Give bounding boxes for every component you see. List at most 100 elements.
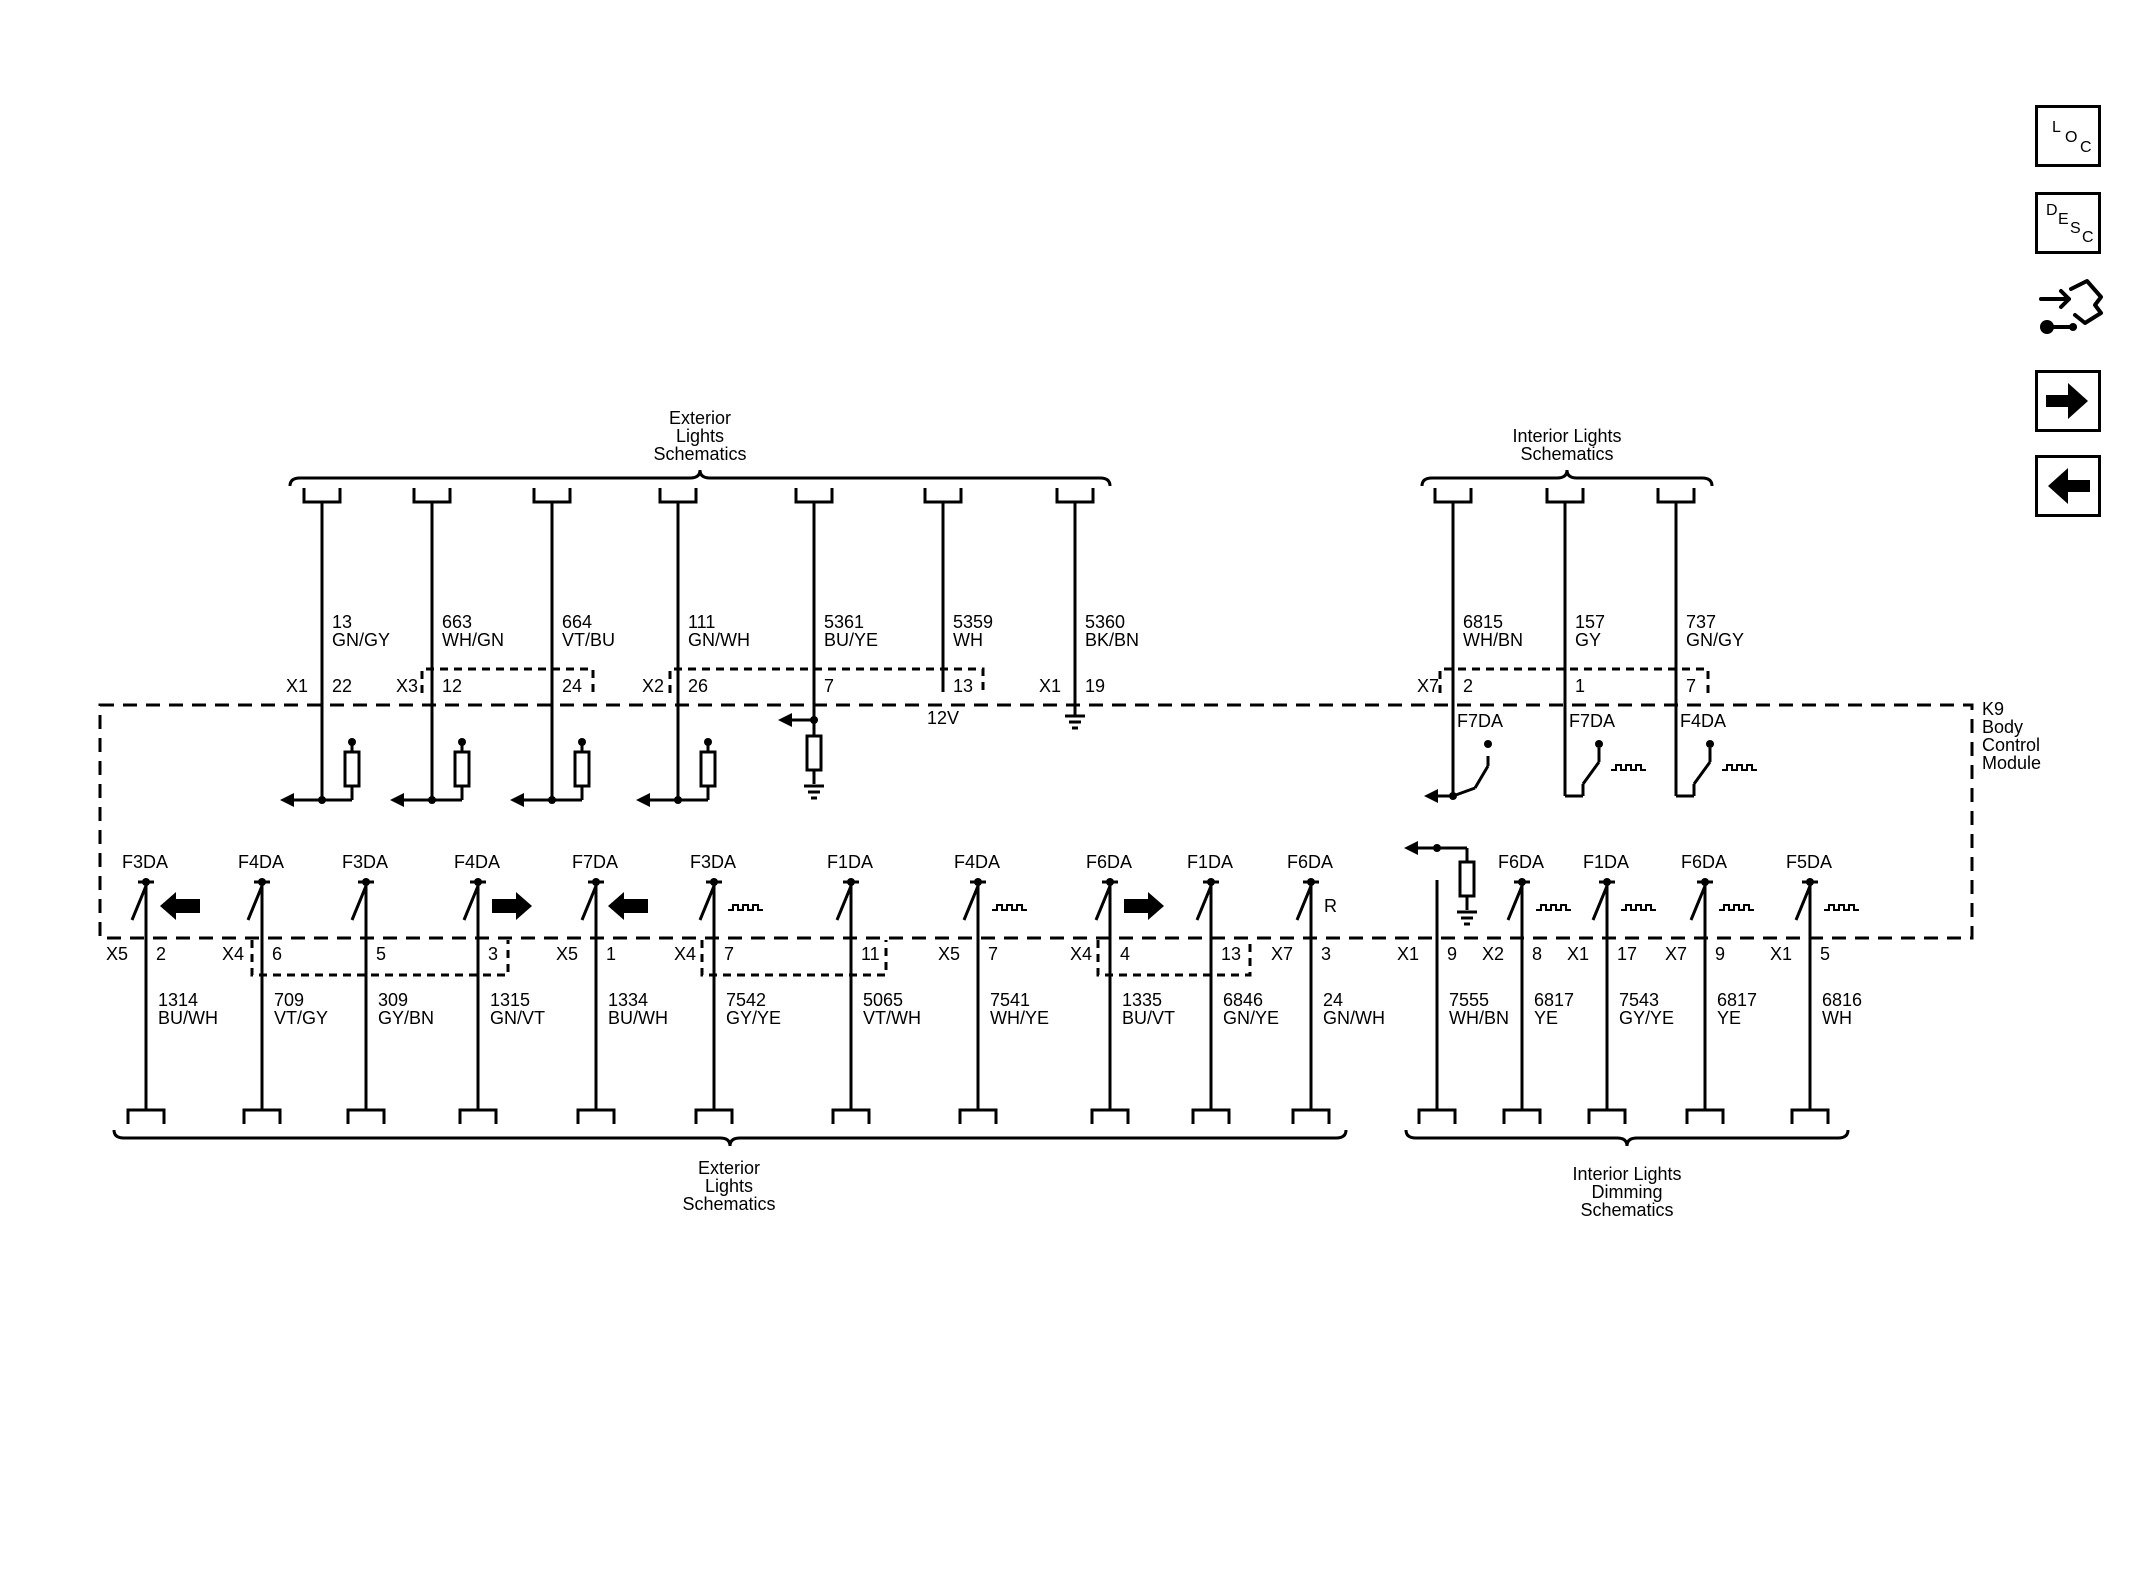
bottom-wire-color: GY/YE bbox=[726, 1008, 781, 1028]
bottom-pin-number: 3 bbox=[488, 944, 498, 964]
group-title-top-left-1: Exterior bbox=[669, 408, 731, 428]
module-name-line-1: Body bbox=[1982, 717, 2023, 737]
bottom-connector-id: X7 bbox=[1665, 944, 1687, 964]
connector-terminal bbox=[1055, 488, 1095, 504]
previous-page-button[interactable] bbox=[2035, 455, 2101, 517]
arrow-left-icon bbox=[510, 793, 524, 807]
bottom-driver-type: F4DA bbox=[454, 852, 500, 872]
junction-dot bbox=[548, 796, 556, 804]
bottom-pin-number: 2 bbox=[156, 944, 166, 964]
junction-dot bbox=[674, 796, 682, 804]
bottom-connector-id: X4 bbox=[1070, 944, 1092, 964]
arrow-left-icon bbox=[280, 793, 294, 807]
wiring-labels: K9BodyControlModuleExteriorLightsSchemat… bbox=[106, 408, 2041, 1220]
junction-dot bbox=[1433, 844, 1441, 852]
bottom-circuit-number: 309 bbox=[378, 990, 408, 1010]
exterior-lights-top-brace bbox=[288, 469, 1112, 487]
bottom-circuit-number: 6817 bbox=[1534, 990, 1574, 1010]
connector-tool-icon[interactable] bbox=[2035, 275, 2107, 347]
top-driver-type: F7DA bbox=[1457, 711, 1503, 731]
switch-blade bbox=[580, 885, 598, 921]
bottom-pin-number: 11 bbox=[861, 944, 880, 964]
switch-blade bbox=[835, 885, 853, 921]
group-title-bottom-left-2: Lights bbox=[705, 1176, 753, 1196]
bottom-driver-type: F4DA bbox=[954, 852, 1000, 872]
bottom-pin-number: 17 bbox=[1617, 944, 1637, 964]
switch-blade bbox=[1506, 885, 1524, 921]
bottom-pin-number: 7 bbox=[988, 944, 998, 964]
connector-terminal bbox=[794, 488, 834, 504]
top-connector-id: X1 bbox=[1039, 676, 1061, 696]
top-pin-number: 22 bbox=[332, 676, 352, 696]
top-driver-type: F4DA bbox=[1680, 711, 1726, 731]
bottom-wire-color: VT/WH bbox=[863, 1008, 921, 1028]
bottom-connector-id: X5 bbox=[938, 944, 960, 964]
bottom-driver-type: F6DA bbox=[1086, 852, 1132, 872]
top-wire-color: WH bbox=[953, 630, 983, 650]
connector-housing bbox=[1438, 667, 1710, 693]
connector-terminal bbox=[126, 1108, 166, 1124]
next-page-button[interactable] bbox=[2035, 370, 2101, 432]
bottom-connector-id: X1 bbox=[1397, 944, 1419, 964]
top-connector-id: X1 bbox=[286, 676, 308, 696]
bottom-driver-type: F3DA bbox=[122, 852, 168, 872]
bottom-pin-number: 9 bbox=[1447, 944, 1457, 964]
connector-housing bbox=[1096, 940, 1252, 977]
description-button[interactable]: D E S C bbox=[2035, 192, 2101, 254]
bottom-wire-color: GN/VT bbox=[490, 1008, 545, 1028]
connector-terminal bbox=[1433, 488, 1473, 504]
resistor bbox=[1458, 860, 1476, 898]
bottom-wire-color: WH bbox=[1822, 1008, 1852, 1028]
bottom-circuit-number: 7543 bbox=[1619, 990, 1659, 1010]
resistor bbox=[699, 750, 717, 788]
bottom-connector-id: X2 bbox=[1482, 944, 1504, 964]
bottom-circuit-number: 1314 bbox=[158, 990, 198, 1010]
location-button[interactable]: L O C bbox=[2035, 105, 2101, 167]
wire bbox=[1473, 765, 1490, 789]
bottom-pin-number: 6 bbox=[272, 944, 282, 964]
bottom-wire-color: WH/YE bbox=[990, 1008, 1049, 1028]
bottom-wire-color: GY/BN bbox=[378, 1008, 434, 1028]
group-title-top-left-2: Lights bbox=[676, 426, 724, 446]
group-title-top-right-2: Schematics bbox=[1520, 444, 1613, 464]
group-title-top-right-1: Interior Lights bbox=[1512, 426, 1621, 446]
top-wire-color: GN/GY bbox=[1686, 630, 1744, 650]
switch-blade bbox=[246, 885, 264, 921]
bottom-wire-color: BU/WH bbox=[608, 1008, 668, 1028]
bottom-pin-number: 3 bbox=[1321, 944, 1331, 964]
top-wire-color: GN/GY bbox=[332, 630, 390, 650]
bottom-wire-color: GN/WH bbox=[1323, 1008, 1385, 1028]
desc-letter-4: C bbox=[2082, 229, 2094, 246]
bottom-wire-color: YE bbox=[1717, 1008, 1741, 1028]
connector-terminal bbox=[1191, 1108, 1231, 1124]
connector-terminal bbox=[1090, 1108, 1130, 1124]
top-pin-number: 24 bbox=[562, 676, 582, 696]
connector-terminal bbox=[658, 488, 698, 504]
bottom-circuit-number: 6846 bbox=[1223, 990, 1263, 1010]
bottom-wire-color: YE bbox=[1534, 1008, 1558, 1028]
pwm-icon bbox=[1536, 904, 1571, 911]
bottom-circuit-number: 7542 bbox=[726, 990, 766, 1010]
bottom-connector-id: X4 bbox=[674, 944, 696, 964]
arrow-left-icon bbox=[390, 793, 404, 807]
bottom-circuit-number: 1335 bbox=[1122, 990, 1162, 1010]
switch-blade bbox=[1094, 885, 1112, 921]
top-circuit-number: 663 bbox=[442, 612, 472, 632]
pwm-icon bbox=[1719, 904, 1754, 911]
connector-terminal bbox=[412, 488, 452, 504]
top-circuit-number: 664 bbox=[562, 612, 592, 632]
bottom-connector-id: X5 bbox=[556, 944, 578, 964]
bottom-pin-number: 4 bbox=[1120, 944, 1130, 964]
connector-terminal bbox=[576, 1108, 616, 1124]
exterior-lights-bottom-brace bbox=[112, 1129, 1348, 1147]
top-pin-number: 7 bbox=[1686, 676, 1696, 696]
bottom-circuit-number: 24 bbox=[1323, 990, 1343, 1010]
switch-blade bbox=[130, 885, 148, 921]
pwm-icon bbox=[1611, 764, 1646, 771]
top-circuit-number: 737 bbox=[1686, 612, 1716, 632]
connector-terminal bbox=[302, 488, 342, 504]
wiring-lines bbox=[98, 469, 1974, 1147]
top-pin-number: 1 bbox=[1575, 676, 1585, 696]
connector-housing bbox=[700, 940, 888, 977]
